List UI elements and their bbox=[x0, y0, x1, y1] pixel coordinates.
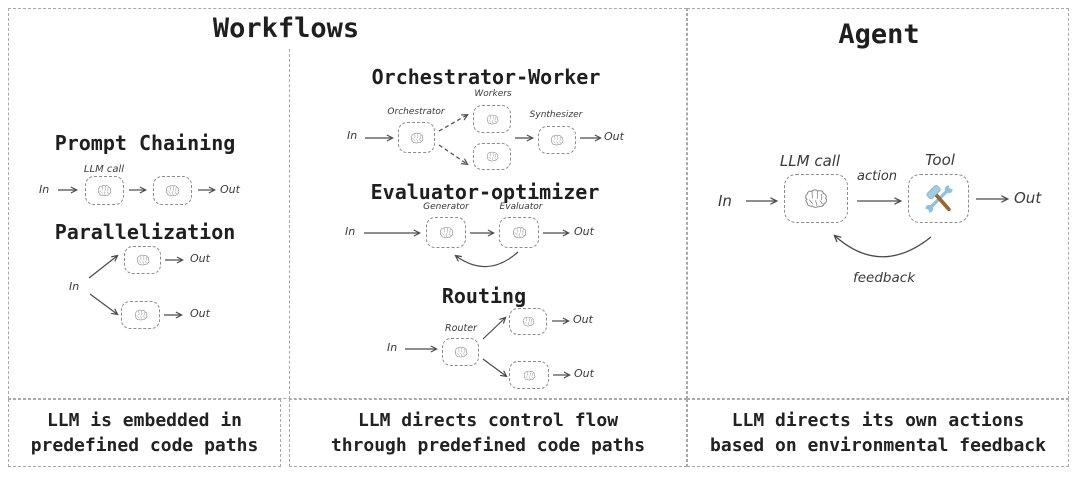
evaluator-node bbox=[499, 217, 539, 248]
in-label: In bbox=[345, 225, 356, 238]
brain-icon bbox=[97, 184, 112, 197]
synthesizer-node bbox=[538, 126, 576, 154]
llm-node bbox=[124, 246, 161, 274]
llm-node bbox=[121, 301, 160, 329]
caption-workflows-left: LLM is embedded in predefined code paths bbox=[8, 399, 281, 467]
brain-icon bbox=[439, 226, 453, 239]
tool-node bbox=[908, 174, 969, 223]
synthesizer-label: Synthesizer bbox=[529, 110, 583, 120]
generator-label: Generator bbox=[423, 202, 469, 212]
out-label: Out bbox=[190, 307, 210, 320]
agent-arrows bbox=[746, 9, 1070, 258]
caption-line: LLM is embedded in bbox=[46, 410, 243, 431]
out-label: Out bbox=[220, 183, 240, 196]
hammer-and-wrench-icon bbox=[923, 183, 954, 214]
brain-icon bbox=[410, 132, 423, 143]
brain-icon bbox=[454, 346, 467, 358]
caption-line: through predefined code paths bbox=[330, 435, 646, 456]
brain-icon bbox=[805, 189, 828, 208]
workflows-column-divider bbox=[289, 49, 290, 399]
router-label: Router bbox=[445, 323, 477, 334]
orchestrator-worker-title: Orchestrator-Worker bbox=[371, 65, 601, 89]
llm-call-label: LLM call bbox=[779, 152, 841, 170]
parallelization-title: Parallelization bbox=[54, 220, 236, 244]
worker-node bbox=[473, 143, 511, 170]
evaluator-label: Evaluator bbox=[499, 202, 543, 212]
evaluator-optimizer-title: Evaluator-optimizer bbox=[370, 180, 600, 204]
out-label: Out bbox=[574, 367, 594, 380]
out-label: Out bbox=[190, 252, 210, 265]
brain-icon bbox=[523, 370, 535, 380]
llm-node bbox=[153, 176, 192, 205]
router-node bbox=[442, 338, 479, 366]
action-label: action bbox=[856, 169, 898, 184]
brain-icon bbox=[136, 254, 149, 266]
caption-line: predefined code paths bbox=[30, 435, 259, 456]
route-target-node bbox=[509, 361, 549, 389]
brain-icon bbox=[134, 309, 147, 321]
tool-label: Tool bbox=[925, 151, 955, 169]
brain-icon bbox=[550, 134, 564, 146]
feedback-label: feedback bbox=[852, 270, 916, 286]
llm-node bbox=[85, 176, 124, 205]
caption-agent: LLM directs its own actions based on env… bbox=[687, 399, 1069, 467]
llm-call-node bbox=[784, 174, 848, 223]
agent-panel: Agent LLM call Tool In Out action feedba… bbox=[687, 8, 1069, 399]
out-label: Out bbox=[574, 225, 594, 238]
in-label: In bbox=[387, 341, 398, 354]
workflows-title: Workflows bbox=[212, 13, 360, 44]
brain-icon bbox=[512, 226, 526, 239]
in-label: In bbox=[718, 192, 732, 210]
caption-line: LLM directs control flow bbox=[357, 410, 619, 431]
in-label: In bbox=[347, 129, 358, 142]
workflows-panel: Workflows Prompt Chaining LLM call In Ou… bbox=[8, 8, 687, 399]
caption-line: LLM directs its own actions bbox=[731, 410, 1025, 431]
route-target-node bbox=[509, 308, 547, 335]
brain-icon bbox=[165, 184, 180, 197]
orchestrator-node bbox=[398, 122, 435, 153]
orchestrator-label: Orchestrator bbox=[387, 107, 445, 117]
out-label: Out bbox=[604, 130, 624, 143]
out-label: Out bbox=[573, 313, 593, 326]
out-label: Out bbox=[1014, 189, 1042, 207]
prompt-chaining-title: Prompt Chaining bbox=[54, 131, 236, 155]
llm-call-label: LLM call bbox=[83, 164, 125, 175]
in-label: In bbox=[69, 280, 80, 293]
caption-workflows-right: LLM directs control flow through predefi… bbox=[289, 399, 687, 467]
in-label: In bbox=[39, 183, 50, 196]
brain-icon bbox=[522, 316, 534, 327]
brain-icon bbox=[486, 114, 498, 124]
generator-node bbox=[426, 217, 466, 248]
brain-icon bbox=[486, 151, 498, 162]
worker-node bbox=[473, 105, 511, 133]
agent-title: Agent bbox=[838, 19, 920, 50]
workers-label: Workers bbox=[474, 89, 512, 99]
caption-line: based on environmental feedback bbox=[710, 435, 1046, 456]
routing-title: Routing bbox=[441, 284, 527, 308]
